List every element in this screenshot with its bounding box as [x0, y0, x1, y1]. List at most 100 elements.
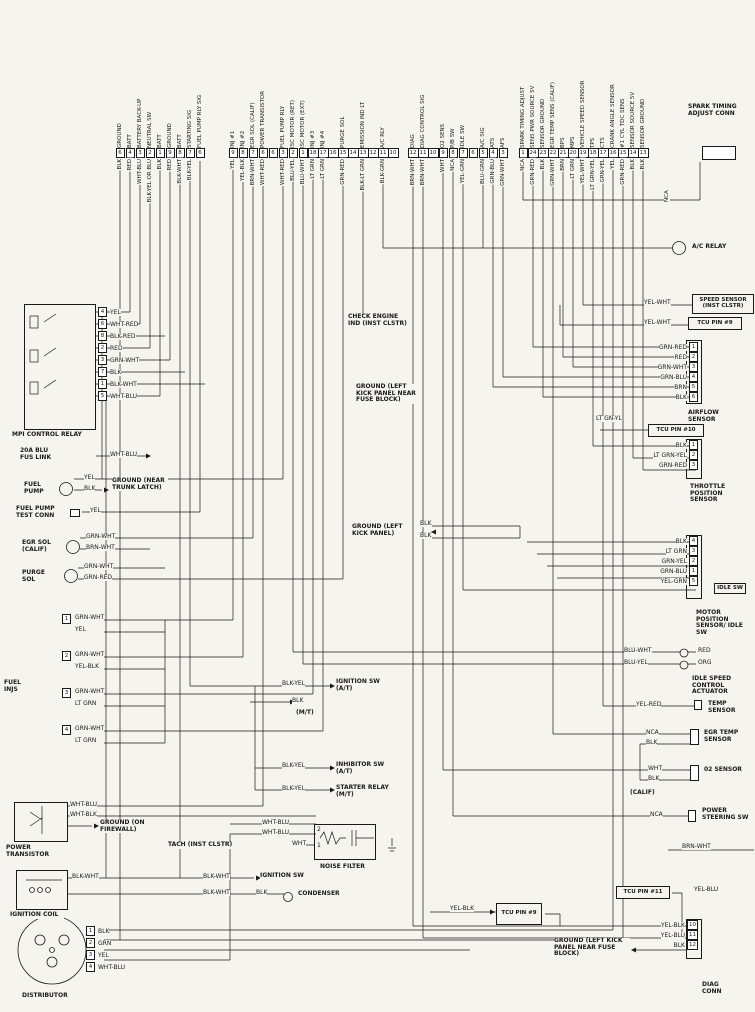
wire-pin-row: BLK 1 — [628, 440, 698, 450]
tcu-pin10-box: TCU PIN #10 — [648, 424, 704, 437]
wire-pin-row: LT GRN-YEL 2 — [628, 450, 698, 460]
pin-wire-row: 1 BLK-WHT — [98, 378, 139, 390]
wire-color-label: BRN-WHT — [419, 158, 427, 187]
fuel-pump-test-conn-box — [70, 509, 80, 517]
fuel-pump-test-conn-label: FUEL PUMP TEST CONN — [16, 505, 68, 520]
signal-label: FUEL PUMP RLY SIG — [196, 94, 203, 148]
signal-label: SENSOR GROUND — [539, 98, 546, 148]
signal-label: ISC MOTOR (RET) — [289, 100, 296, 148]
pin-number: 4 — [125, 148, 135, 158]
noise-filter-pin-1: 1 — [317, 842, 321, 849]
ecu-connector-cell: 10 — [427, 56, 439, 187]
airflow-sensor-box — [686, 340, 702, 404]
wire-color-label: BLK — [539, 158, 547, 171]
wire-color-label: BRN-WHT — [409, 158, 417, 187]
ecu-connector-group-sensors: SPARK TIMING ADJUST 1 NCA SENS PWR SOURC… — [518, 56, 649, 191]
signal-label: TPS — [589, 137, 596, 148]
ecu-connector-cell: PURGE SOL 15 GRN-RED — [337, 56, 349, 191]
ecu-connector-cell: MPS 20 LT GRN — [567, 56, 579, 191]
noise-filter-label: NOISE FILTER — [320, 863, 365, 871]
wire-color-label: NCA — [449, 158, 457, 172]
pin-number: 3 — [278, 148, 288, 158]
pin-wire-row: 2 RED — [98, 342, 139, 354]
pin-number: 7 — [185, 148, 195, 158]
ground-left-kick-fuse-label: GROUND (LEFT KICK PANEL NEAR FUSE BLOCK) — [356, 383, 422, 404]
ecu-connector-cell: INJ #2 8 YEL-BLK — [238, 56, 248, 191]
wire-color-label: NCA — [650, 811, 663, 819]
wire-color-label: BLK — [648, 775, 660, 783]
diag-conn-box — [686, 919, 702, 959]
ecu-connector-cell: EMISSION IND LT 13 BLK-LT GRN — [357, 56, 369, 192]
wire-color-label: BLU-YEL — [289, 158, 297, 182]
injector-number: 2 — [62, 651, 71, 661]
wire-pin-row: GRN-YEL 2 — [626, 556, 698, 566]
wire-color-label: LT GRN — [569, 158, 577, 180]
wire-color-label: RED — [126, 158, 134, 172]
ecu-connector-cell: INJ #4 17 LT GRN — [317, 56, 329, 191]
signal-label: IDLE SW — [459, 124, 466, 148]
ecu-connector-cell: INJ #3 18 LT GRN — [307, 56, 319, 191]
fuel-injector: 2 GRN-WHT YEL-BLK — [62, 651, 105, 688]
wire-color-label: GRN-RED — [619, 158, 627, 186]
wire-pin-row: RED 2 — [628, 352, 698, 362]
pin-number: 1 — [689, 342, 698, 352]
pin-number: 2 — [98, 343, 107, 353]
wire-color-label: RED — [166, 158, 174, 172]
signal-label: GROUND — [166, 123, 173, 148]
wire-color-label: GRN-YEL — [661, 557, 687, 565]
wire-color-label: LT GRN — [75, 737, 105, 744]
ecu-connector-cell: 6 — [468, 56, 478, 187]
ecu-connector-cell: ATS 4 GRN-BLU — [488, 56, 498, 187]
wire-color-label: GRN-WHT — [499, 158, 507, 187]
pin-number: 3 — [98, 355, 107, 365]
ecu-connector-cell: 10 — [387, 56, 399, 191]
wire-color-label: BLK — [110, 368, 122, 376]
ecu-connector-cell: CRANK ANGLE SENSOR 16 YEL — [607, 56, 619, 191]
ecu-connector-group-actuators: INJ #1 9 YEL INJ #2 8 YEL-BLK EGR SOL (C… — [228, 56, 399, 192]
pin-wire-row: 4 YEL — [98, 306, 139, 318]
signal-label: DIAG — [409, 134, 416, 148]
signal-label: POWER TRANSISTOR — [259, 90, 266, 148]
ground-left-kick-fuse-label-2: GROUND (LEFT KICK PANEL NEAR FUSE BLOCK) — [554, 937, 630, 958]
wire-color-label: BLK — [292, 697, 304, 705]
wire-color-label: BRN — [559, 158, 567, 172]
pin-number: 13 — [637, 148, 649, 158]
wire-color-label: GRN-WHT — [110, 356, 140, 364]
ignition-coil-box — [16, 870, 68, 910]
wire-color-label: BLK — [675, 441, 687, 449]
wire-color-label: BLK-YEL — [186, 158, 194, 182]
signal-label: CTS — [599, 137, 606, 148]
pin-wire-row: 3 GRN-WHT — [98, 354, 140, 366]
signal-label: BATTERY BACK-UP — [136, 98, 143, 148]
pin-number: 12 — [687, 940, 698, 950]
wire-color-label: YEL-BLK — [239, 158, 247, 183]
signal-label: VEHICLE SPEED SENSOR — [579, 80, 586, 148]
pin-number: 8 — [98, 331, 107, 341]
ecu-connector-cell: BATT 1 BLK — [155, 56, 165, 203]
ecu-connector-cell: EGR TEMP SENS (CALIF) 22 GRN-WHT — [547, 56, 559, 191]
pin-number: 6 — [268, 148, 278, 158]
wire-color-label: WHT-RED — [279, 158, 287, 186]
wire-color-label: YEL — [84, 474, 95, 482]
signal-label: O2 SENS — [439, 123, 446, 148]
wire-color-label: GRN-WHT — [75, 725, 105, 732]
ecu-connector-cell: NEUTRAL SW 2 BLK-YEL OR BLU — [145, 56, 155, 204]
wire-color-label: BLK-WHT — [72, 873, 99, 881]
wire-color-label: GRN-BLU — [660, 373, 687, 381]
pin-number: 9 — [438, 148, 448, 158]
fuel-pump-label: FUEL PUMP — [24, 481, 56, 496]
signal-label: BATT — [156, 134, 163, 148]
ecu-connector-cell: 12 — [367, 56, 379, 191]
fuel-injector-list: 1 GRN-WHT YEL 2 GRN-WHT YEL-BLK 3 GRN-WH… — [62, 614, 105, 762]
pin-number: 3 — [689, 362, 698, 372]
wire-pin-row: GRN-RED 3 — [628, 460, 698, 470]
wire-color-label: YEL — [229, 158, 237, 170]
pin-number: 1 — [155, 148, 165, 158]
signal-label: PURGE SOL — [339, 116, 346, 148]
pin-number: 3 — [498, 148, 508, 158]
signal-label: A/C RLY — [379, 127, 386, 148]
signal-label: BPS — [559, 137, 566, 148]
wire-color-label: YEL-WHT — [644, 319, 671, 327]
pin-number: 1 — [689, 440, 698, 450]
